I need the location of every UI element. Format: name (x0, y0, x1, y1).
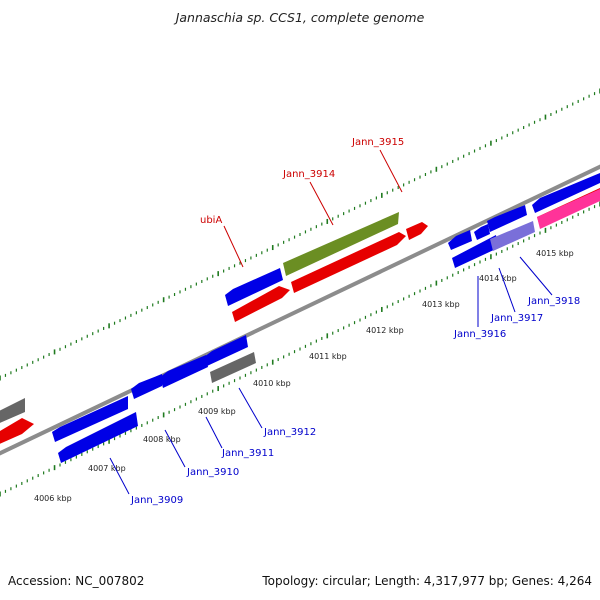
kbp-label: 4007 kbp (88, 464, 126, 473)
accession-text: Accession: NC_007802 (8, 574, 145, 588)
forward-label-leaders (223, 149, 403, 268)
genome-backbone (0, 164, 600, 456)
gene-arrow[interactable] (0, 398, 25, 425)
gene-arrow[interactable] (532, 173, 600, 213)
gene-label[interactable]: Jann_3916 (453, 329, 506, 340)
gene-label[interactable]: Jann_3918 (527, 296, 580, 307)
map-title: Jannaschia sp. CCS1, complete genome (175, 10, 425, 25)
gene-label[interactable]: Jann_3910 (186, 467, 239, 478)
gene-label[interactable]: Jann_3917 (490, 313, 543, 324)
leader-line (109, 457, 130, 495)
gene-arrow-ubiA[interactable] (283, 212, 399, 276)
kbp-label: 4009 kbp (198, 407, 236, 416)
gene-arrow[interactable] (52, 396, 128, 442)
genome-summary-text: Topology: circular; Length: 4,317,977 bp… (262, 574, 592, 588)
kbp-label: 4008 kbp (143, 435, 181, 444)
gene-arrow[interactable] (487, 205, 527, 232)
lower-tick-row (0, 201, 600, 497)
gene-arrow[interactable] (204, 335, 248, 366)
gene-label[interactable]: Jann_3915 (351, 137, 404, 148)
kbp-label: 4012 kbp (366, 326, 404, 335)
leader-line (223, 225, 244, 268)
forward-gene-labels: ubiA Jann_3914 Jann_3915 (200, 137, 404, 226)
leader-line (498, 267, 516, 313)
gene-label[interactable]: Jann_3912 (263, 427, 316, 438)
kbp-label: 4011 kbp (309, 352, 347, 361)
kbp-label: 4013 kbp (422, 300, 460, 309)
forward-strand-genes (0, 188, 600, 446)
leader-line (519, 256, 553, 296)
reverse-strand-genes (52, 173, 600, 463)
gene-label[interactable]: Jann_3914 (282, 169, 335, 180)
gene-arrow[interactable] (452, 235, 498, 268)
upper-tick-row (0, 88, 600, 381)
gene-arrow[interactable] (490, 221, 535, 251)
leader-line (379, 149, 403, 193)
leader-line (238, 387, 263, 429)
reverse-gene-labels: Jann_3909 Jann_3910 Jann_3911 Jann_3912 … (130, 296, 580, 506)
gene-arrow[interactable] (232, 286, 290, 322)
gene-arrow[interactable] (131, 374, 162, 399)
kbp-labels: 4006 kbp 4007 kbp 4008 kbp 4009 kbp 4010… (34, 249, 574, 503)
kbp-label: 4010 kbp (253, 379, 291, 388)
gene-arrow[interactable] (537, 189, 600, 229)
gene-label[interactable]: ubiA (200, 215, 222, 226)
reverse-label-leaders (109, 256, 553, 495)
kbp-label: 4006 kbp (34, 494, 72, 503)
leader-line (205, 416, 223, 449)
gene-arrow[interactable] (406, 222, 428, 240)
gene-arrow[interactable] (0, 418, 34, 446)
gene-arrow[interactable] (160, 355, 208, 388)
gene-arrow[interactable] (210, 352, 256, 383)
kbp-label: 4015 kbp (536, 249, 574, 258)
gene-arrow[interactable] (474, 224, 490, 240)
gene-arrow[interactable] (291, 232, 406, 293)
gene-label[interactable]: Jann_3909 (130, 495, 183, 506)
leader-line (309, 181, 334, 226)
kbp-label: 4014 kbp (479, 274, 517, 283)
gene-arrow[interactable] (448, 230, 472, 250)
gene-arrow[interactable] (58, 412, 138, 463)
gene-arrow[interactable] (225, 268, 283, 306)
gene-label[interactable]: Jann_3911 (221, 448, 274, 459)
leader-line (164, 429, 186, 468)
